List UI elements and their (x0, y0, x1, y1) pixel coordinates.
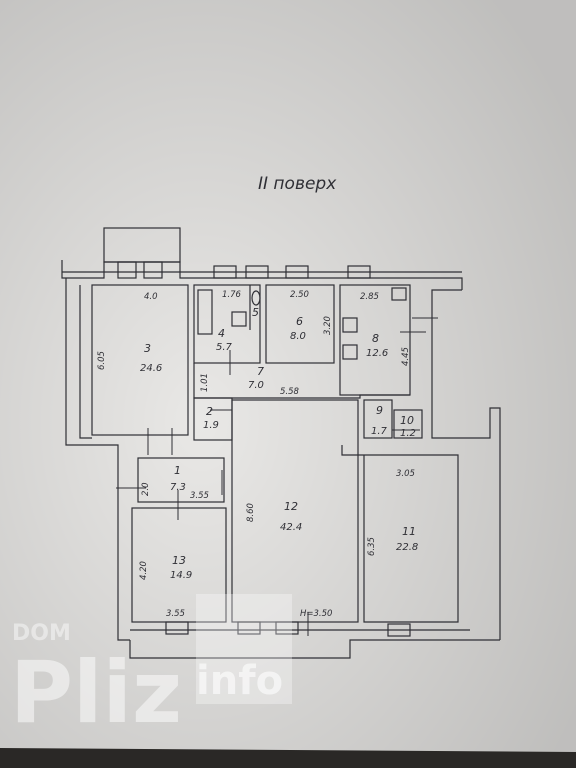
room-9-number: 9 (376, 404, 383, 417)
dim-ceiling-height: H=3.50 (300, 609, 332, 619)
sink (342, 344, 358, 360)
balcony-top (103, 227, 181, 263)
room-11-outline (341, 445, 459, 623)
bathtub (197, 289, 213, 335)
dim-2-85: 2.85 (360, 292, 379, 302)
dim-6-35: 6.35 (367, 537, 377, 556)
watermark: DOM Pliz info (10, 594, 292, 743)
room-4-outline (193, 284, 261, 364)
table-surface-bottom (0, 748, 576, 768)
windows (117, 261, 411, 637)
room-5-number: 5 (252, 306, 259, 319)
room-3-outline (91, 284, 189, 436)
room-8-number: 8 (372, 332, 379, 345)
dim-3-55-bottom: 3.55 (166, 609, 185, 619)
room-6-area: 8.0 (290, 331, 306, 342)
watermark-suffix: info (196, 658, 283, 704)
plan-walls (61, 227, 501, 659)
washbasin (231, 311, 247, 327)
room-6-number: 6 (296, 315, 303, 328)
room-4-area: 5.7 (216, 342, 233, 353)
room-13-number: 13 (172, 554, 186, 567)
room-10-outline (393, 409, 423, 439)
room-2-number: 2 (206, 405, 213, 418)
room-7-area: 7.0 (248, 380, 264, 391)
room-3-number: 3 (144, 342, 151, 355)
room-6-outline (265, 284, 335, 364)
stove (342, 317, 358, 333)
dim-2-50: 2.50 (290, 290, 309, 300)
room-10-number: 10 (400, 414, 414, 427)
dimension-ticks (116, 317, 438, 636)
room-3-area: 24.6 (140, 363, 162, 374)
dim-3-05: 3.05 (396, 469, 415, 479)
watermark-box (196, 594, 292, 704)
room-7-number: 7 (257, 365, 264, 378)
dim-5-58: 5.58 (280, 387, 300, 397)
dim-3-55-top: 3.55 (190, 491, 209, 501)
room-2-area: 1.9 (203, 420, 219, 431)
dimension-labels: 4.0 1.76 2.50 2.85 6.05 3.20 4.45 1.01 5… (97, 290, 415, 619)
room-11-area: 22.8 (396, 542, 418, 553)
dim-3-20: 3.20 (323, 316, 333, 335)
dim-1-76: 1.76 (222, 290, 242, 300)
dim-1-01: 1.01 (200, 373, 210, 392)
watermark-brand: Pliz (10, 643, 182, 743)
kitchen-unit (391, 287, 407, 301)
room-9-outline (363, 399, 393, 439)
floor-title: II поверх (258, 174, 337, 194)
room-12-number: 12 (284, 500, 298, 513)
room-11-number: 11 (402, 525, 416, 538)
dim-2-0: 2.0 (141, 482, 151, 496)
room-labels: 3 24.6 4 5.7 5 6 8.0 8 12.6 7 7.0 2 1.9 … (140, 306, 418, 581)
room-8-area: 12.6 (366, 348, 388, 359)
dim-6-05: 6.05 (97, 351, 107, 370)
corridor-7-outline (193, 363, 410, 399)
watermark-top: DOM (12, 621, 71, 646)
room-13-area: 14.9 (170, 570, 192, 581)
dim-8-60: 8.60 (246, 503, 256, 522)
room-4-number: 4 (218, 327, 225, 340)
room-1-number: 1 (174, 464, 181, 477)
room-12-area: 42.4 (280, 522, 302, 533)
outer-wall-right (431, 289, 501, 640)
dim-4-0: 4.0 (144, 292, 158, 302)
dim-4-20: 4.20 (139, 561, 149, 580)
room-1-outline (137, 457, 225, 503)
outer-wall-left-inner (79, 285, 92, 439)
room-1-area: 7.3 (170, 482, 186, 493)
dim-4-45: 4.45 (401, 347, 411, 366)
room-9-area: 1.7 (371, 426, 388, 437)
outer-wall-left (65, 278, 130, 641)
outer-wall-bottom (129, 639, 500, 659)
toilet (251, 290, 261, 306)
room-10-area: 1.2 (400, 428, 416, 439)
